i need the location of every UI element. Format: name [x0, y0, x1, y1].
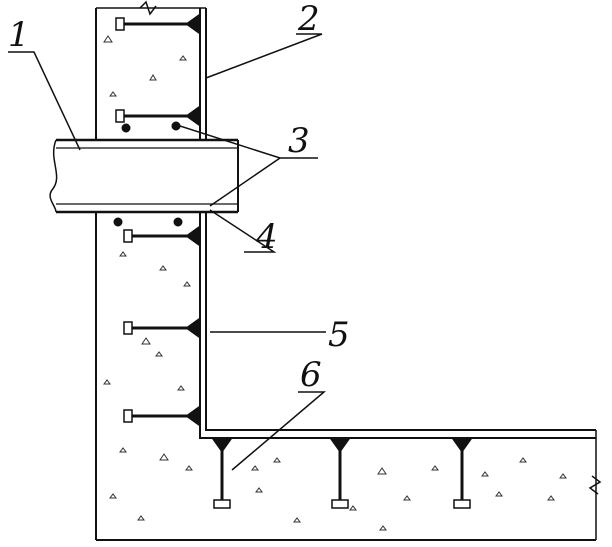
- leader-1: [8, 51, 81, 151]
- wall-anchor: [115, 13, 201, 35]
- callout-2: 2: [297, 0, 320, 39]
- floor-anchor: [451, 437, 473, 509]
- callout-3: 3: [288, 121, 310, 161]
- wall-anchors: [115, 13, 201, 427]
- callout-5: 5: [328, 315, 350, 355]
- pipe-penetration: [49, 138, 239, 214]
- concrete-wall: [95, 0, 602, 541]
- wall-anchor: [123, 317, 201, 339]
- wall-anchor: [115, 105, 201, 127]
- callout-1: 1: [8, 15, 30, 55]
- floor-anchor: [211, 437, 233, 509]
- callout-labels: 1 2 3 4 5 6: [8, 0, 350, 395]
- leader-lines: [8, 33, 327, 471]
- leader-6: [231, 391, 327, 471]
- wall-anchor: [123, 405, 201, 427]
- leader-2: [205, 33, 323, 79]
- floor-anchor: [329, 437, 351, 509]
- leader-3b: [209, 157, 281, 207]
- weld-beads: [113, 121, 183, 227]
- callout-4: 4: [255, 217, 278, 257]
- callout-6: 6: [300, 355, 322, 395]
- floor-anchors: [211, 437, 473, 509]
- concrete-aggregate: [103, 35, 567, 531]
- wall-anchor: [123, 225, 201, 247]
- leader-4: [209, 209, 277, 253]
